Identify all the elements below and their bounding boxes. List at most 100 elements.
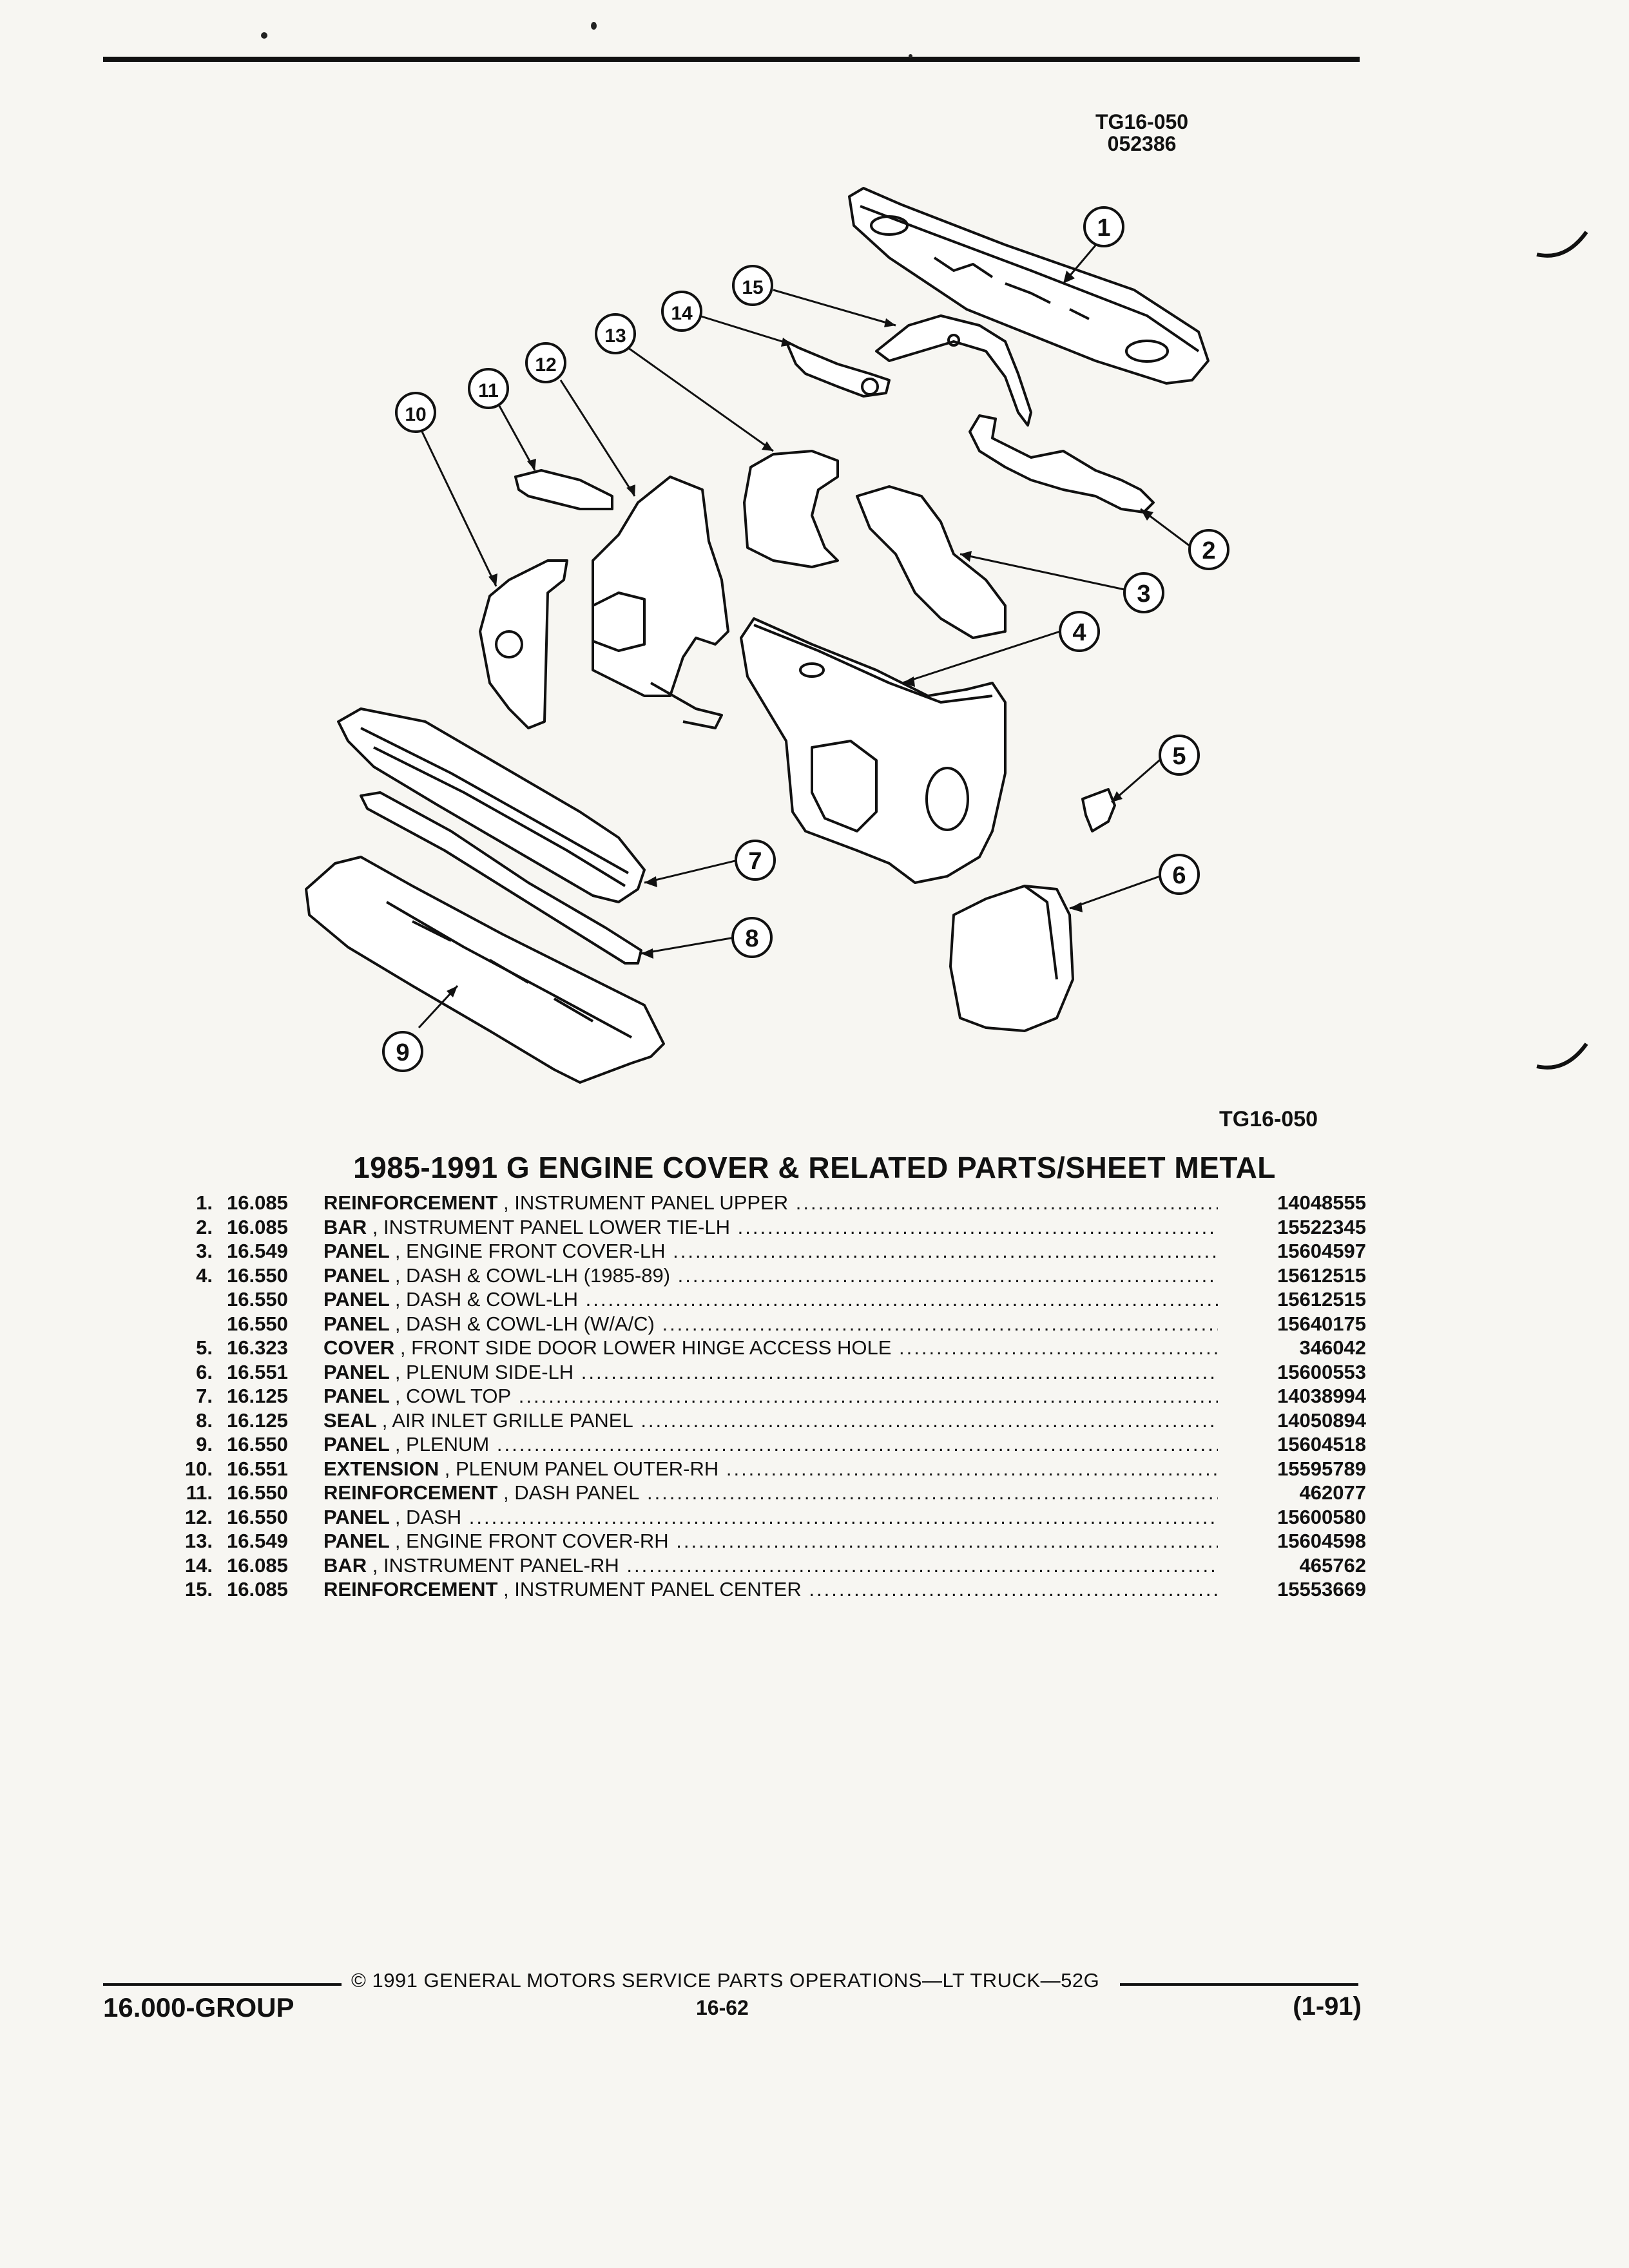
svg-text:5: 5 [1172, 743, 1186, 770]
group-number: 16.549 [227, 1530, 288, 1552]
dot-leader: ........................................… [468, 1505, 1218, 1528]
part-name: BAR [323, 1215, 367, 1238]
part-name: PANEL [323, 1385, 390, 1407]
callout-12: 12 [525, 342, 566, 383]
callout-1: 1 [1083, 206, 1124, 247]
group-number: 16.550 [227, 1264, 288, 1287]
part-detail: , ENGINE FRONT COVER-RH [394, 1530, 669, 1552]
part-8-seal [360, 791, 642, 965]
part-description: PANEL , ENGINE FRONT COVER-LH ..........… [323, 1239, 1218, 1263]
part-number: 15553669 [1277, 1578, 1366, 1600]
item-number: 13. [184, 1530, 213, 1552]
exploded-parts-diagram: 1 2 3 4 5 6 7 8 9 10 11 12 13 14 15 [305, 187, 1588, 1084]
callout-5: 5 [1159, 735, 1200, 776]
part-detail: , FRONT SIDE DOOR LOWER HINGE ACCESS HOL… [400, 1336, 892, 1359]
parts-row: 15. 16.085 REINFORCEMENT , INSTRUMENT PANE… [155, 1577, 1366, 1602]
part-number: 14048555 [1277, 1191, 1366, 1214]
part-detail: , AIR INLET GRILLE PANEL [381, 1408, 633, 1432]
group-number: 16.551 [227, 1457, 288, 1480]
dot-leader: ........................................… [585, 1288, 1218, 1311]
part-14-bar-rh [785, 340, 891, 398]
callout-10: 10 [395, 392, 436, 433]
dot-leader: ........................................… [518, 1385, 1218, 1407]
figure-code: 052386 [1107, 132, 1177, 155]
part-name: SEAL [323, 1408, 377, 1432]
part-number: 15640175 [1277, 1312, 1366, 1335]
dot-leader: ........................................… [646, 1481, 1218, 1504]
part-description: REINFORCEMENT , INSTRUMENT PANEL UPPER .… [323, 1191, 1218, 1215]
part-detail: , DASH [394, 1505, 462, 1528]
part-name: EXTENSION [323, 1457, 439, 1480]
svg-text:3: 3 [1137, 581, 1150, 608]
part-number: 15595789 [1277, 1457, 1366, 1480]
part-number: 15604598 [1277, 1530, 1366, 1552]
group-label: 16.000-GROUP [103, 1992, 294, 2023]
part-9-plenum [305, 856, 665, 1084]
part-number: 15612515 [1277, 1264, 1366, 1287]
part-detail: , PLENUM SIDE-LH [394, 1360, 574, 1383]
item-number: 5. [196, 1336, 213, 1359]
item-number: 9. [196, 1433, 213, 1456]
item-number: 3. [196, 1240, 213, 1262]
item-number: 6. [196, 1360, 213, 1383]
part-detail: , INSTRUMENT PANEL LOWER TIE-LH [372, 1215, 731, 1238]
part-detail: , COWL TOP [394, 1385, 512, 1407]
group-number: 16.085 [227, 1578, 288, 1600]
group-number: 16.550 [227, 1505, 288, 1528]
top-rule [103, 57, 1360, 62]
part-name: PANEL [323, 1312, 390, 1335]
part-description: PANEL , DASH & COWL-LH (W/A/C) .........… [323, 1312, 1218, 1336]
part-description: BAR , INSTRUMENT PANEL-RH ..............… [323, 1553, 1218, 1577]
part-name: REINFORCEMENT [323, 1191, 498, 1214]
svg-text:6: 6 [1172, 862, 1186, 889]
part-name: BAR [323, 1553, 367, 1577]
svg-text:7: 7 [748, 848, 762, 875]
svg-text:10: 10 [405, 404, 426, 425]
part-description: EXTENSION , PLENUM PANEL OUTER-RH ......… [323, 1457, 1218, 1481]
part-description: BAR , INSTRUMENT PANEL LOWER TIE-LH ....… [323, 1215, 1218, 1239]
item-number: 7. [196, 1385, 213, 1407]
dot-leader: ........................................… [809, 1578, 1218, 1600]
item-number: 15. [184, 1578, 213, 1600]
part-1-reinforcement-upper [848, 187, 1210, 385]
dot-leader: ........................................… [726, 1457, 1218, 1480]
item-number: 14. [184, 1553, 213, 1577]
part-detail: , INSTRUMENT PANEL-RH [372, 1553, 619, 1577]
part-10-plenum-ext-rh [479, 559, 568, 729]
part-name: COVER [323, 1336, 395, 1359]
callout-4: 4 [1059, 611, 1100, 652]
svg-text:15: 15 [742, 277, 763, 298]
speck [261, 32, 267, 39]
speck [591, 22, 597, 30]
svg-text:1: 1 [1097, 215, 1110, 242]
item-number: 2. [196, 1215, 213, 1238]
part-2-bar-lower-tie [969, 414, 1155, 514]
part-description: SEAL , AIR INLET GRILLE PANEL ..........… [323, 1408, 1218, 1432]
part-number: 15612515 [1277, 1288, 1366, 1311]
part-detail: , DASH & COWL-LH (W/A/C) [394, 1312, 655, 1335]
part-name: PANEL [323, 1264, 390, 1287]
part-name: PANEL [323, 1530, 390, 1552]
dot-leader: ........................................… [581, 1360, 1218, 1383]
part-description: REINFORCEMENT , INSTRUMENT PANEL CENTER … [323, 1577, 1218, 1601]
callout-9: 9 [382, 1031, 423, 1072]
figure-label-bottom: TG16-050 [1219, 1107, 1318, 1131]
page-number: 16-62 [696, 1996, 749, 2019]
callout-11: 11 [468, 368, 509, 409]
part-description: REINFORCEMENT , DASH PANEL .............… [323, 1481, 1218, 1504]
callout-8: 8 [731, 917, 773, 958]
part-detail: , PLENUM PANEL OUTER-RH [444, 1457, 719, 1480]
group-number: 16.551 [227, 1360, 288, 1383]
